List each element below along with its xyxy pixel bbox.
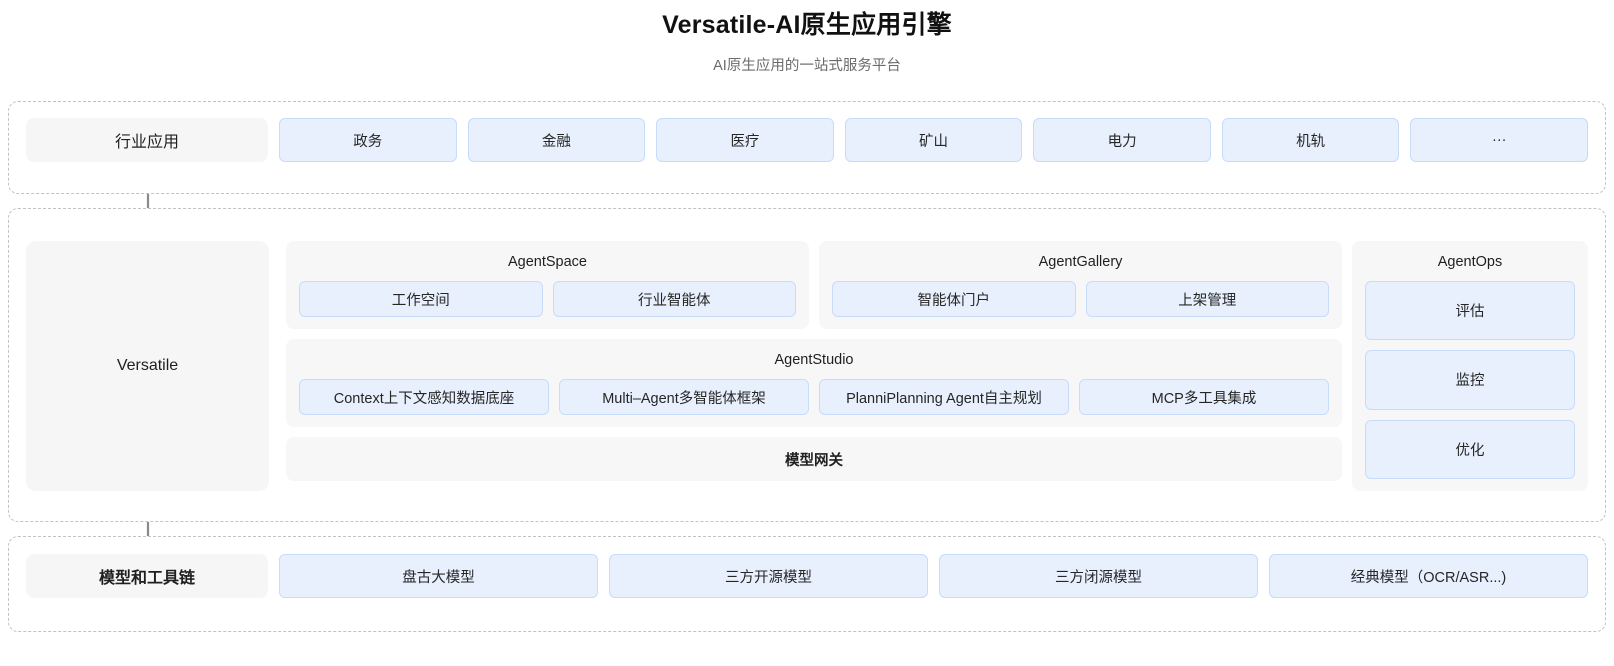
agentgallery-chips: 智能体门户 上架管理 <box>832 281 1329 317</box>
agentops-card: AgentOps 评估 监控 优化 <box>1352 241 1588 491</box>
agentstudio-chip-mcp[interactable]: MCP多工具集成 <box>1079 379 1329 415</box>
agentspace-title: AgentSpace <box>507 254 587 270</box>
agentstudio-chips: Context上下文感知数据底座 Multi–Agent多智能体框架 Plann… <box>299 379 1329 415</box>
agentgallery-card: AgentGallery 智能体门户 上架管理 <box>819 241 1342 329</box>
agentops-chip-monitoring[interactable]: 监控 <box>1365 350 1575 410</box>
industry-chip-government[interactable]: 政务 <box>279 118 457 162</box>
page-subtitle: AI原生应用的一站式服务平台 <box>713 58 901 74</box>
model-chip-pangu[interactable]: 盘古大模型 <box>279 554 598 598</box>
page-title: Versatile-AI原生应用引擎 <box>662 11 952 39</box>
page-header: Versatile-AI原生应用引擎 AI原生应用的一站式服务平台 <box>0 0 1614 76</box>
agentspace-gallery-row: AgentSpace 工作空间 行业智能体 AgentGallery 智能体门户… <box>286 241 1342 329</box>
industry-chip-mining[interactable]: 矿山 <box>844 118 1023 162</box>
agentops-chips: 评估 监控 优化 <box>1365 281 1575 479</box>
models-section-label: 模型和工具链 <box>26 554 268 598</box>
agentstudio-card: AgentStudio Context上下文感知数据底座 Multi–Agent… <box>286 339 1342 427</box>
agentops-chip-optimization[interactable]: 优化 <box>1365 419 1575 479</box>
agentspace-chips: 工作空间 行业智能体 <box>299 281 796 317</box>
industry-chip-power[interactable]: 电力 <box>1033 118 1211 162</box>
agentstudio-chip-multi-agent[interactable]: Multi–Agent多智能体框架 <box>559 379 809 415</box>
agentstudio-title: AgentStudio <box>774 352 854 368</box>
model-chip-classic-models[interactable]: 经典模型（OCR/ASR...) <box>1269 554 1588 598</box>
models-row: 模型和工具链 盘古大模型 三方开源模型 三方闭源模型 经典模型（OCR/ASR.… <box>26 554 1588 598</box>
industry-application-section: 行业应用 政务 金融 医疗 矿山 电力 机轨 ··· <box>8 101 1606 194</box>
agentops-title: AgentOps <box>1437 254 1503 270</box>
agentstudio-chip-context[interactable]: Context上下文感知数据底座 <box>299 379 549 415</box>
platform-left-stack: AgentSpace 工作空间 行业智能体 AgentGallery 智能体门户… <box>286 241 1342 491</box>
model-chip-third-party-open-source[interactable]: 三方开源模型 <box>609 554 928 598</box>
platform-band: AgentSpace 工作空间 行业智能体 AgentGallery 智能体门户… <box>286 241 1588 491</box>
industry-chip-rail[interactable]: 机轨 <box>1221 118 1400 162</box>
agentstudio-chip-planning[interactable]: PlanniPlanning Agent自主规划 <box>819 379 1069 415</box>
industry-chip-more[interactable]: ··· <box>1410 118 1589 162</box>
industry-chip-healthcare[interactable]: 医疗 <box>656 118 834 162</box>
model-gateway-bar[interactable]: 模型网关 <box>286 437 1342 481</box>
platform-section: Versatile AgentSpace 工作空间 行业智能体 Ag <box>8 208 1606 522</box>
models-and-toolchain-section: 模型和工具链 盘古大模型 三方开源模型 三方闭源模型 经典模型（OCR/ASR.… <box>8 536 1606 632</box>
industry-chip-finance[interactable]: 金融 <box>467 118 646 162</box>
agentgallery-chip-portal[interactable]: 智能体门户 <box>832 281 1076 317</box>
agentspace-chip-industry-agent[interactable]: 行业智能体 <box>552 281 796 317</box>
agentgallery-title: AgentGallery <box>1038 254 1123 270</box>
agentspace-card: AgentSpace 工作空间 行业智能体 <box>286 241 809 329</box>
platform-main-area: AgentSpace 工作空间 行业智能体 AgentGallery 智能体门户… <box>286 241 1588 491</box>
industry-section-label: 行业应用 <box>26 118 268 162</box>
versatile-platform-label: Versatile <box>26 241 269 491</box>
industry-row: 行业应用 政务 金融 医疗 矿山 电力 机轨 ··· <box>26 118 1589 162</box>
model-chip-third-party-closed-source[interactable]: 三方闭源模型 <box>939 554 1258 598</box>
agentspace-chip-workspace[interactable]: 工作空间 <box>299 281 543 317</box>
agentgallery-chip-listing-management[interactable]: 上架管理 <box>1085 281 1329 317</box>
agentops-chip-evaluation[interactable]: 评估 <box>1365 281 1575 341</box>
